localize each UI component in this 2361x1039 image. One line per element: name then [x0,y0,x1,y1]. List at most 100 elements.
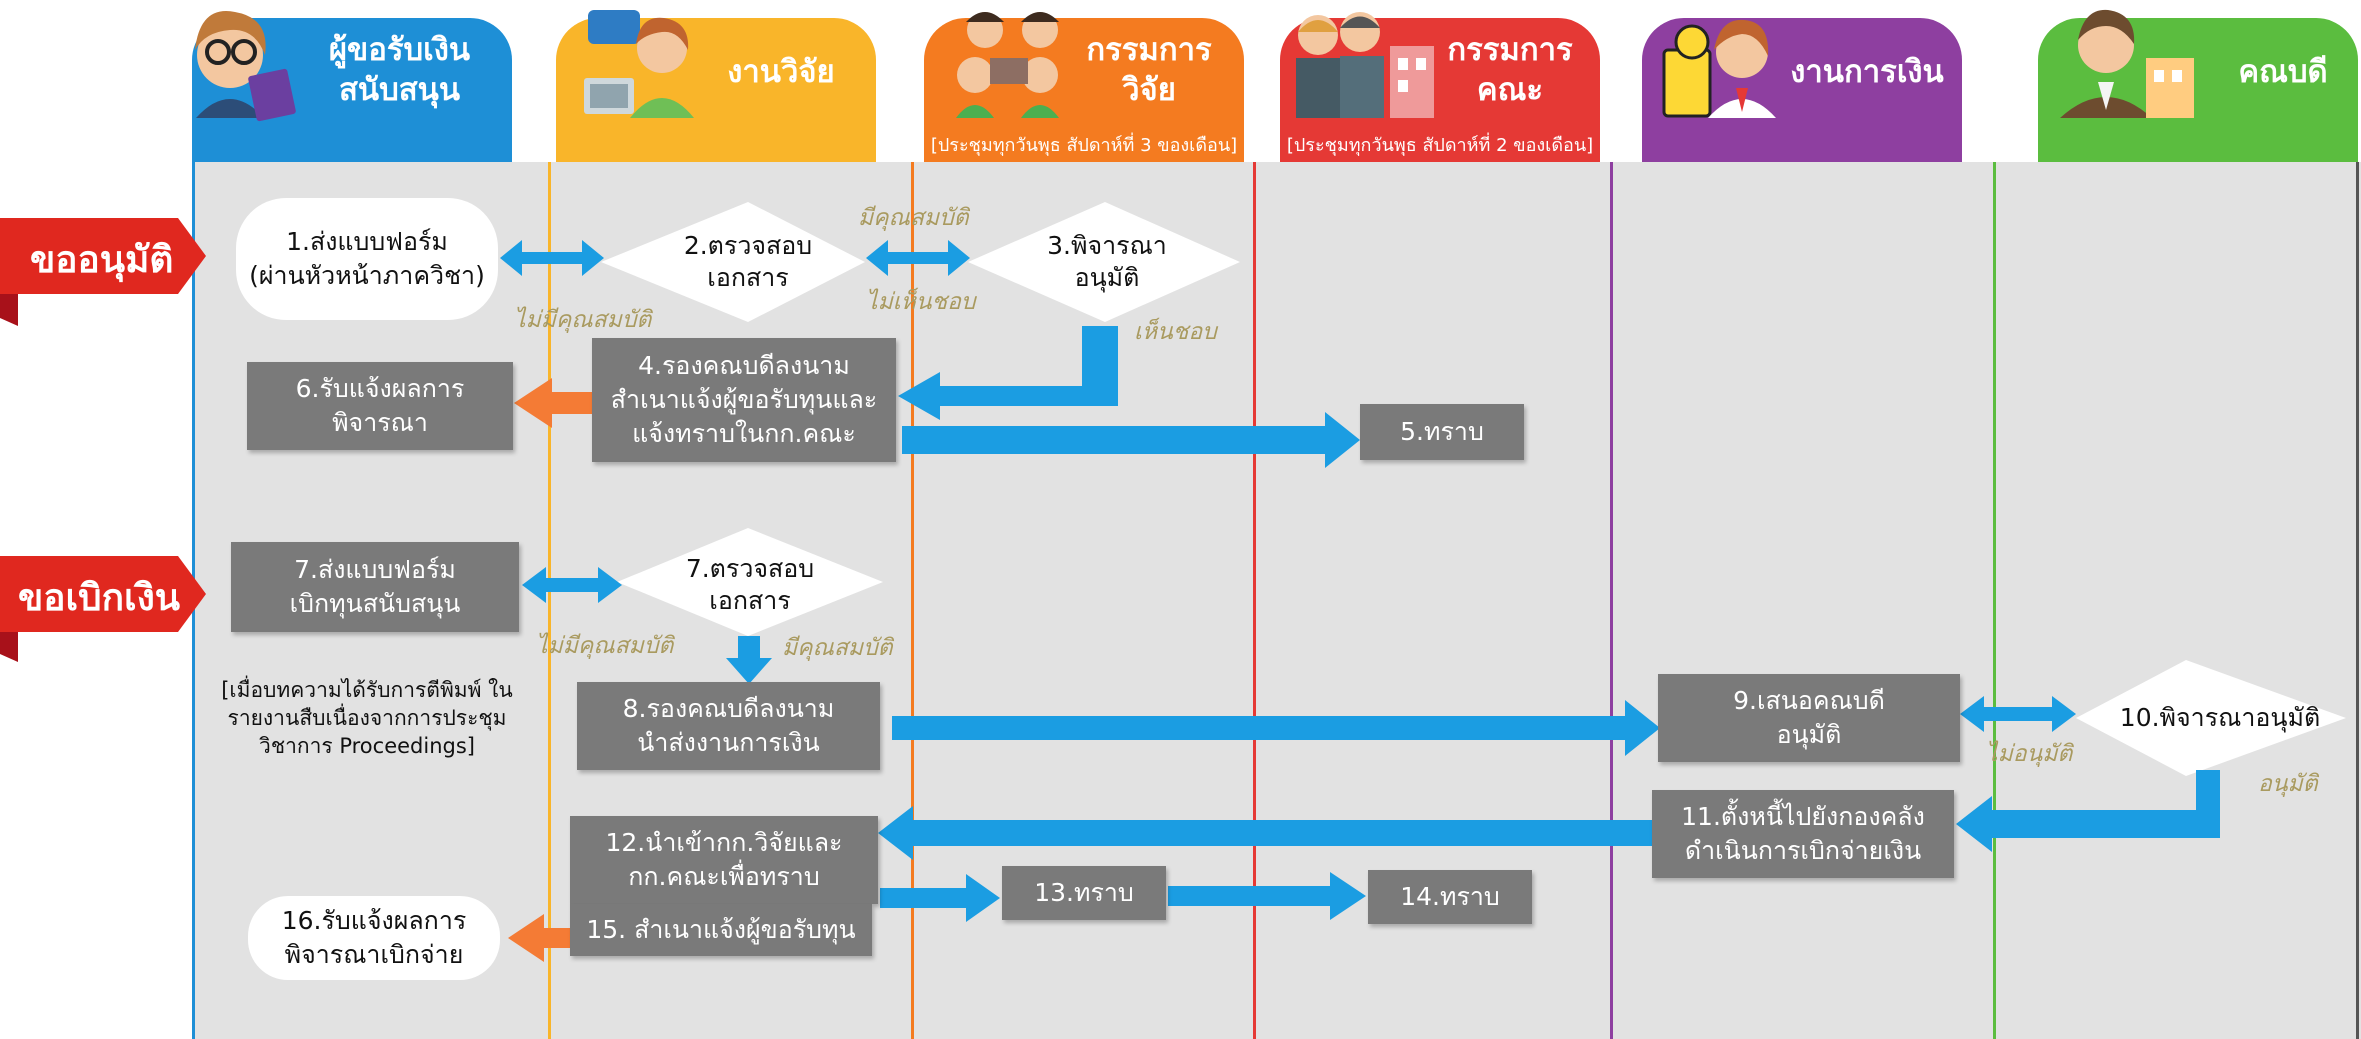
lane-divider-3 [911,162,914,1039]
step-12-line1: 12.นำเข้ากก.วิจัยและ [605,828,843,857]
research-committee-icon [956,12,1059,118]
lane-title-research: งานวิจัย [727,54,835,90]
step-8-line1: 8.รองคณบดีลงนาม [622,694,835,723]
diamond-step-3 [968,202,1240,322]
step-5-node: 5.ทราบ [1360,404,1524,460]
label-approved: อนุมัติ [2258,771,2318,797]
diamond-step-10 [2076,660,2346,776]
research-officer-icon [584,10,694,118]
step-2-line1: 2.ตรวจสอบ [683,231,813,260]
diamond-step-2 [601,202,865,322]
arrow-s8-s9 [892,700,1660,756]
step-12-node: 12.นำเข้ากก.วิจัยและกก.คณะเพื่อทราบ [570,816,878,904]
note-line2: รายงานสืบเนื่องจากการประชุม [227,706,507,730]
step-14-node: 14.ทราบ [1368,870,1532,924]
step-4-node: 4.รองคณบดีลงนามสำเนาแจ้งผู้ขอรับทุนและแจ… [592,338,896,462]
step-16-line1: 16.รับแจ้งผลการ [281,906,467,935]
lane-note-faculty-committee: [ประชุมทุกวันพุธ สัปดาห์ที่ 2 ของเดือน] [1286,135,1594,156]
step-3-node: 3.พิจารณาอนุมัติ [1000,222,1214,302]
step-16-node: 16.รับแจ้งผลการพิจารณาเบิกจ่าย [248,896,500,980]
tag-disbursement-shape [0,556,206,632]
step-3-line2: อนุมัติ [1074,263,1140,292]
label-not-agree: ไม่เห็นชอบ [866,289,976,315]
step-9-node: 9.เสนอคณบดีอนุมัติ [1658,674,1960,762]
label-not-qualified-2: ไม่มีคุณสมบัติ [536,633,674,659]
step-7a-line2: เบิกทุนสนับสนุน [289,589,461,618]
lane-title-rc-line2: วิจัย [1122,72,1176,108]
step-6-line2: พิจารณา [332,408,428,437]
step-1-line2: (ผ่านหัวหน้าภาควิชา) [249,261,485,290]
lane-divider-2 [548,162,551,1039]
arrow-s7b-s8 [726,636,772,684]
arrow-s15-s16 [508,914,570,962]
step-2-node: 2.ตรวจสอบเอกสาร [640,222,856,302]
step-4-line3: แจ้งทราบในกก.คณะ [632,419,856,448]
step-1-line1: 1.ส่งแบบฟอร์ม [286,227,448,256]
phase-label-approval: ขออนุมัติ [30,238,174,281]
lane-divider-6 [1993,162,1996,1039]
arrow-s2-s3 [866,240,970,276]
arrow-s13-s14 [1168,872,1366,920]
arrow-s3-s4 [898,326,1118,420]
step-11-node: 11.ตั้งหนี้ไปยังกองคลังดำเนินการเบิกจ่าย… [1652,790,1954,878]
tag-approval-shape [0,218,206,294]
arrow-s7a-s7b [522,567,622,603]
arrow-s12-s13 [880,874,1000,922]
step-10-node: 10.พิจารณาอนุมัติ [2119,703,2321,732]
step-11-line1: 11.ตั้งหนี้ไปยังกองคลัง [1681,802,1925,831]
step-9-line2: อนุมัติ [1776,720,1842,749]
step-8-line2: นำส่งงานการเงิน [637,728,820,757]
step-4-line2: สำเนาแจ้งผู้ขอรับทุนและ [610,385,878,414]
label-not-qualified-1: ไม่มีคุณสมบัติ [514,307,652,333]
lane-note-research-committee: [ประชุมทุกวันพุธ สัปดาห์ที่ 3 ของเดือน] [930,135,1238,156]
lane-title-applicant-line1: ผู้ขอรับเงิน [328,32,471,68]
faculty-committee-icon [1296,12,1434,118]
arrow-s10-s11 [1956,770,2220,852]
lane-divider-5 [1610,162,1613,1039]
step-6-line1: 6.รับแจ้งผลการ [295,374,465,403]
lane-title-applicant-line2: สนับสนุน [338,72,461,108]
step-9-line1: 9.เสนอคณบดี [1733,686,1885,715]
step-7a-line1: 7.ส่งแบบฟอร์ม [294,555,456,584]
lane-title-fc-line2: คณะ [1476,72,1544,108]
note-line1: [เมื่อบทความได้รับการตีพิมพ์ ใน [221,678,513,702]
arrow-s4-s6 [514,378,592,428]
step-13-node: 13.ทราบ [1002,866,1166,920]
lane-title-dean: คณบดี [2238,54,2328,90]
arrow-s1-s2 [500,240,604,276]
diamond-step-7b [617,528,883,636]
step-16-line2: พิจารณาเบิกจ่าย [284,940,464,969]
step-1-node: 1.ส่งแบบฟอร์ม (ผ่านหัวหน้าภาควิชา) [236,198,498,320]
lane-title-finance: งานการเงิน [1790,54,1944,90]
lane-title-rc-line1: กรรมการ [1086,32,1212,68]
lane-title-fc-line1: กรรมการ [1447,32,1573,68]
step-15-node: 15. สำเนาแจ้งผู้ขอรับทุน [570,904,872,956]
step-7b-line2: เอกสาร [709,586,791,615]
finance-officer-icon [1662,19,1776,118]
step-7b-line1: 7.ตรวจสอบ [685,554,815,583]
step-2-line2: เอกสาร [707,263,789,292]
researcher-avatar-icon [195,11,296,122]
note-line3: วิชาการ Proceedings] [259,734,475,758]
step-7a-node: 7.ส่งแบบฟอร์มเบิกทุนสนับสนุน [231,542,519,632]
dean-avatar-icon [2060,9,2194,118]
step-11-line2: ดำเนินการเบิกจ่ายเงิน [1684,836,1922,865]
label-not-approved: ไม่อนุมัติ [1986,741,2073,767]
lane-divider-4 [1253,162,1256,1039]
label-agree: เห็นชอบ [1134,319,1217,345]
step-4-line1: 4.รองคณบดีลงนาม [638,351,850,380]
step-12-line2: กก.คณะเพื่อทราบ [628,862,820,891]
phase-label-disbursement: ขอเบิกเงิน [18,576,181,619]
arrow-s11-s12 [878,806,1652,860]
arrow-s4-s5 [902,412,1360,468]
step-8-node: 8.รองคณบดีลงนามนำส่งงานการเงิน [577,682,880,770]
label-qualified-2: มีคุณสมบัติ [782,635,893,661]
label-qualified-top: มีคุณสมบัติ [858,205,969,231]
lane-divider-7 [2356,162,2359,1039]
note-proceedings: [เมื่อบทความได้รับการตีพิมพ์ ใน รายงานสื… [212,676,522,760]
step-6-node: 6.รับแจ้งผลการพิจารณา [247,362,513,450]
step-3-line1: 3.พิจารณา [1047,231,1167,260]
